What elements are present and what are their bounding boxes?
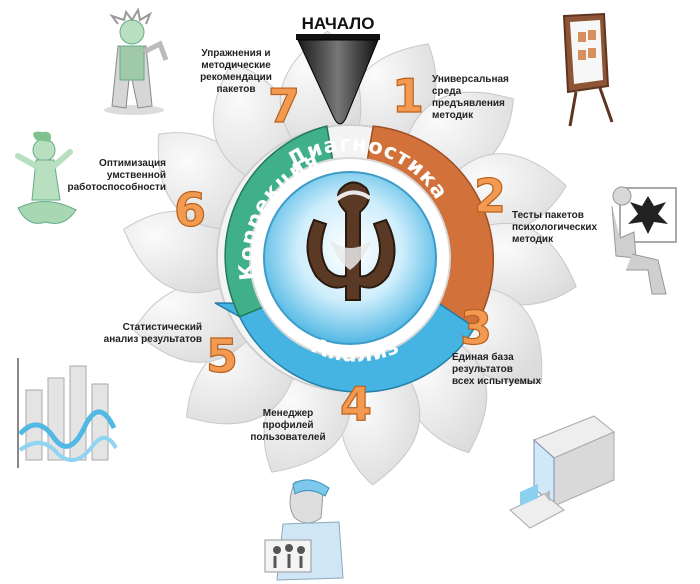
step-number: 1 — [392, 69, 424, 123]
step-label-line: умственной — [107, 170, 166, 181]
step-label-line: среда — [432, 86, 462, 97]
step-label-line: методические — [201, 60, 271, 71]
step-label-line: Универсальная — [432, 74, 509, 85]
step-label-line: рекомендации — [200, 72, 272, 83]
step-label-line: методик — [432, 110, 474, 121]
step-label-line: предъявления — [432, 98, 505, 109]
step-label-line: результатов — [452, 364, 513, 375]
step-number: 6 — [174, 183, 206, 237]
step-label-line: анализ результатов — [104, 334, 202, 345]
filing-cabinet-icon — [509, 415, 615, 529]
step-label-line: Менеджер — [263, 408, 313, 419]
statistics-chart-icon — [17, 358, 118, 468]
step-label-line: Единая база — [452, 351, 514, 363]
step-number: 3 — [460, 301, 492, 355]
scientist-icon — [104, 7, 169, 115]
start-marker: НАЧАЛО — [296, 14, 380, 125]
step-number: 7 — [268, 79, 300, 133]
step-number: 2 — [474, 169, 506, 223]
psy-logo-icon — [306, 181, 396, 301]
step-label-line: Оптимизация — [99, 158, 166, 169]
step-label-line: профилей — [262, 419, 313, 431]
step-label-line: всех испытуемых — [452, 376, 541, 387]
presentation-board-icon — [562, 12, 614, 127]
step-label-line: методик — [512, 234, 554, 245]
step-label-line: Статистический — [123, 322, 202, 333]
psychologist-inkblot-icon — [611, 186, 677, 295]
step-label-line: Тесты пакетов — [512, 210, 584, 221]
step-label-line: работоспособности — [68, 181, 167, 193]
user-manager-icon — [264, 479, 344, 581]
step-label-line: Упражнения и — [201, 48, 270, 59]
step-number: 5 — [206, 329, 238, 383]
step-label-line: психологических — [512, 222, 598, 233]
start-label: НАЧАЛО — [302, 14, 375, 33]
meditation-icon — [15, 131, 77, 224]
step-number: 4 — [340, 377, 372, 431]
step-label-line: пакетов — [216, 84, 255, 95]
step-label-line: пользователей — [250, 432, 325, 443]
